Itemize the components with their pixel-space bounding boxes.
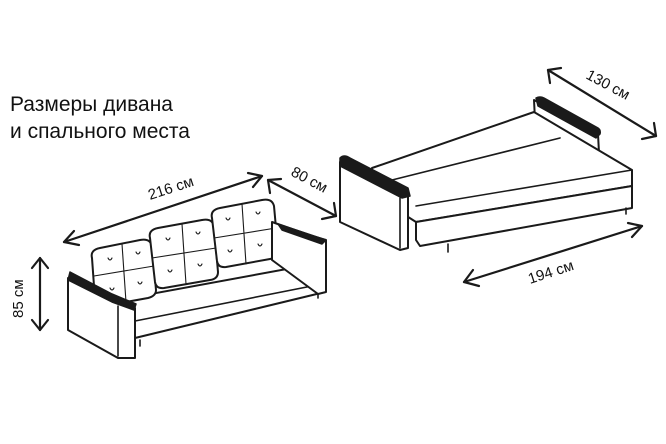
sofa-drawing bbox=[67, 198, 327, 359]
back-cushion-middle bbox=[148, 218, 219, 290]
dimension-sofa-height: 85 см bbox=[10, 256, 50, 332]
back-cushion-right bbox=[210, 198, 279, 269]
bed-drawing bbox=[339, 96, 633, 253]
sofa-right-armrest bbox=[271, 221, 327, 295]
bed-fold-line bbox=[391, 137, 561, 181]
back-cushion-left bbox=[90, 238, 157, 308]
sofa-left-armrest bbox=[67, 271, 137, 359]
label-sofa-height: 85 см bbox=[10, 279, 27, 318]
bed-base bbox=[415, 185, 633, 247]
sofa-seat-front-edge bbox=[129, 283, 323, 323]
label-sofa-depth: 80 см bbox=[288, 164, 330, 197]
label-bed-length: 194 см bbox=[526, 257, 576, 288]
bed-mattress-edge bbox=[415, 169, 633, 207]
title-line-2: и спального места bbox=[10, 120, 190, 143]
title-line-1: Размеры дивана bbox=[10, 93, 173, 116]
dimension-sofa-depth: 80 см bbox=[266, 164, 338, 221]
bed-front-armrest bbox=[339, 155, 411, 251]
label-sofa-width: 216 см bbox=[146, 173, 196, 204]
label-bed-width: 130 см bbox=[583, 67, 632, 104]
